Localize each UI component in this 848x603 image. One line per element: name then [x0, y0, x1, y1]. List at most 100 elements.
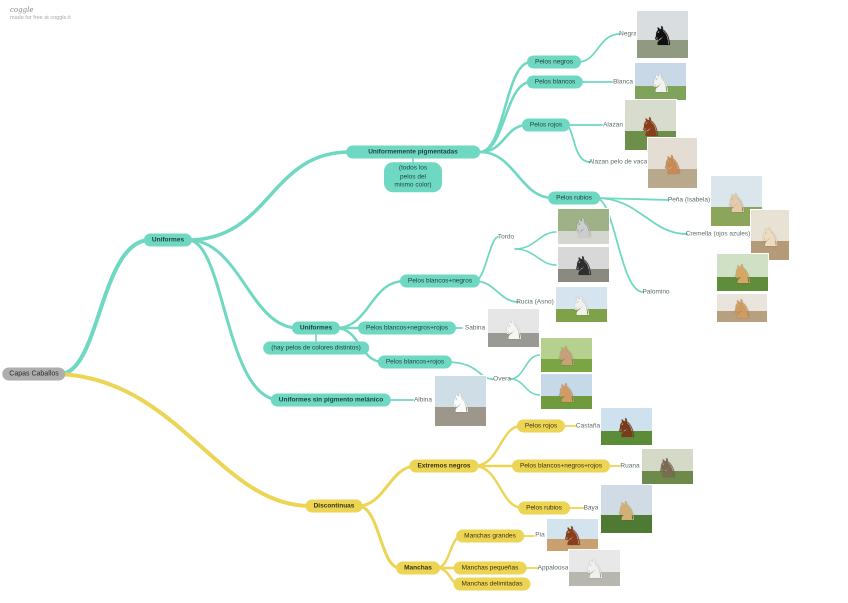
node-pigmentadas-note[interactable]: (todos los pelos del mismo color): [384, 162, 442, 192]
photo-tordo-2[interactable]: ♞: [557, 246, 610, 283]
leaf-alazan[interactable]: Alazan: [603, 121, 623, 129]
node-pelos-blancos-negros-rojos[interactable]: Pelos blancos+negros+rojos: [357, 321, 457, 335]
node-manchas-delimitadas[interactable]: Manchas delimitadas: [453, 577, 531, 591]
edge-bn-tordo: [474, 236, 499, 282]
horse-icon: ♞: [730, 258, 755, 289]
leaf-palomino[interactable]: Palomino: [642, 288, 670, 296]
leaf-blanca[interactable]: Blanca: [613, 78, 633, 86]
edge-negros-negra: [577, 33, 621, 63]
node-mezcla-note[interactable]: (hay pelos de colores distintos): [263, 341, 369, 355]
edge-pig-rubios: [478, 150, 555, 200]
node-pelos-rubios[interactable]: Pelos rubios: [548, 191, 600, 205]
leaf-alazan-pelo-de-vaca[interactable]: Alazan pelo de vaca: [588, 158, 648, 166]
horse-icon: ♞: [655, 452, 680, 483]
edge-rubios-palomino: [595, 197, 644, 293]
edge-uniformes-mezcla: [186, 238, 300, 330]
edge-uniformes-pigmentadas: [186, 150, 351, 242]
horse-icon: ♞: [448, 388, 473, 418]
photo-pia[interactable]: ♞: [546, 518, 599, 552]
leaf-appaloosa[interactable]: Appaloosa: [537, 564, 569, 572]
node-uniformes-mezcla[interactable]: Uniformes: [291, 321, 341, 335]
leaf-castana[interactable]: Castaña: [575, 422, 601, 430]
horse-icon: ♞: [648, 67, 673, 98]
photo-tordo-1[interactable]: ♞: [557, 208, 610, 245]
node-pelos-blancos-rojos[interactable]: Pelos blancos+rojos: [377, 355, 453, 369]
photo-rucia[interactable]: ♞: [555, 286, 608, 323]
photo-palomino-2[interactable]: ♞: [716, 293, 768, 323]
leaf-negra[interactable]: Negra: [619, 30, 637, 38]
node-pelos-negros[interactable]: Pelos negros: [527, 55, 581, 69]
photo-overa-1[interactable]: ♞: [540, 337, 593, 373]
node-sin-pigmento[interactable]: Uniformes sin pigmento melánico: [270, 393, 392, 407]
node-manchas[interactable]: Manchas: [396, 561, 440, 575]
photo-alazan-pelo-de-vaca[interactable]: ♞: [647, 137, 698, 189]
photo-sabina[interactable]: ♞: [487, 308, 540, 348]
photo-appaloosa[interactable]: ♞: [568, 549, 621, 587]
photo-blanca[interactable]: ♞: [634, 62, 687, 101]
edge-rubios-cremella: [595, 197, 688, 235]
horse-icon: ♞: [560, 521, 585, 552]
node-uniformes[interactable]: Uniformes: [143, 233, 193, 247]
photo-cremella[interactable]: ♞: [750, 209, 790, 261]
edge-overa-img2: [509, 378, 541, 396]
edge-tordo-img1: [514, 231, 557, 250]
edge-root-uniformes: [58, 238, 152, 376]
horse-icon: ♞: [730, 294, 754, 323]
edge-bn-rucia: [474, 280, 519, 303]
horse-icon: ♞: [571, 212, 596, 243]
leaf-albina[interactable]: Albina: [413, 396, 433, 404]
node-discontinuas[interactable]: Discontinuas: [305, 499, 363, 513]
edge-disc-manchas: [356, 504, 402, 570]
leaf-rucia-asno[interactable]: Rucia (Asno): [516, 298, 554, 306]
node-ext-pelos-bnr[interactable]: Pelos blancos+negros+rojos: [511, 459, 611, 473]
edge-uniformes-sinpigmento: [186, 238, 282, 402]
horse-icon: ♞: [582, 554, 607, 585]
edge-tordo-img2: [514, 248, 557, 266]
edge-pig-blancos: [478, 80, 533, 154]
horse-icon: ♞: [501, 314, 526, 345]
photo-ruana[interactable]: ♞: [641, 448, 694, 485]
photo-albina[interactable]: ♞: [434, 375, 487, 427]
node-ext-pelos-rojos[interactable]: Pelos rojos: [516, 419, 566, 433]
root-node[interactable]: Capas Caballos: [2, 367, 66, 381]
horse-icon: ♞: [660, 150, 685, 180]
leaf-cremella[interactable]: Cremella (ojos azules): [685, 230, 751, 238]
photo-overa-2[interactable]: ♞: [540, 373, 593, 410]
coggle-logo[interactable]: coggle: [10, 6, 34, 14]
leaf-baya[interactable]: Baya: [583, 504, 599, 512]
photo-palomino-1[interactable]: ♞: [716, 253, 769, 292]
leaf-pena-isabela[interactable]: Peña (Isabela): [667, 196, 711, 204]
horse-icon: ♞: [554, 341, 579, 372]
photo-castana[interactable]: ♞: [600, 407, 653, 446]
node-pelos-blancos[interactable]: Pelos blancos: [526, 75, 584, 89]
edge-overa-img1: [509, 354, 541, 380]
leaf-ruana[interactable]: Ruana: [620, 462, 640, 470]
node-pelos-blancos-negros[interactable]: Pelos blancos+negros: [399, 274, 481, 288]
edge-rojos-vaca: [564, 124, 591, 163]
edge-root-discontinuas: [58, 372, 312, 508]
horse-icon: ♞: [571, 250, 596, 281]
horse-icon: ♞: [650, 21, 675, 52]
node-uniformemente-pigmentadas[interactable]: Uniformemente pigmentadas: [346, 145, 480, 159]
photo-negra[interactable]: ♞: [636, 10, 689, 59]
made-with-coggle-note: made for free at coggle.it: [10, 15, 71, 21]
horse-icon: ♞: [614, 495, 639, 526]
edge-br-overa: [445, 361, 494, 380]
photo-baya[interactable]: ♞: [600, 484, 653, 534]
leaf-tordo[interactable]: Tordo: [497, 233, 515, 241]
leaf-sabina[interactable]: Sabina: [464, 324, 486, 332]
horse-icon: ♞: [638, 112, 663, 142]
edge-mezcla-bn: [334, 279, 407, 330]
node-manchas-grandes[interactable]: Manchas grandes: [456, 529, 524, 543]
leaf-overa[interactable]: Overa: [493, 375, 511, 383]
node-manchas-pequenas[interactable]: Manchas pequeñas: [453, 561, 527, 575]
leaf-pia[interactable]: Pia: [535, 531, 545, 539]
horse-icon: ♞: [554, 377, 579, 408]
horse-icon: ♞: [758, 222, 782, 252]
node-ext-pelos-rubios[interactable]: Pelos rubios: [518, 501, 570, 515]
edge-disc-extremos: [356, 464, 418, 508]
edge-ext-rubios: [472, 464, 525, 510]
horse-icon: ♞: [724, 188, 749, 218]
node-extremos-negros[interactable]: Extremos negros: [409, 459, 479, 473]
node-pelos-rojos[interactable]: Pelos rojos: [521, 118, 571, 132]
